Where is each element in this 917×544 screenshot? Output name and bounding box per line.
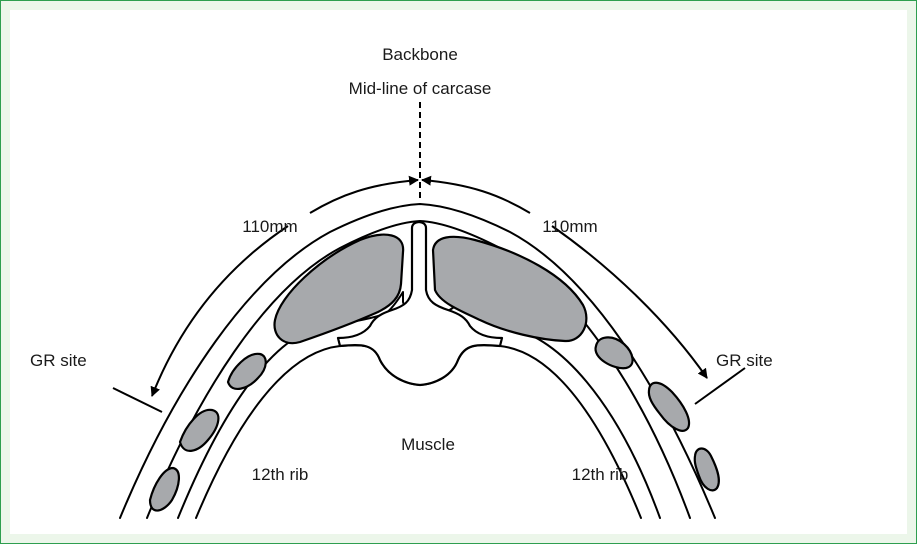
label-distance-right: 110mm [542, 217, 597, 236]
label-muscle: Muscle [401, 435, 455, 454]
measure-arc-left-gr [152, 226, 288, 396]
label-backbone: Backbone [382, 45, 458, 64]
label-gr-site-left: GR site [30, 351, 87, 370]
rib-section-left-1 [228, 354, 266, 389]
rib-section-left-3 [150, 468, 179, 511]
label-gr-site-right: GR site [716, 351, 773, 370]
measure-arc-right-top [422, 180, 530, 213]
measure-arc-left-top [310, 180, 418, 213]
gr-site-line-right [695, 368, 745, 404]
label-rib-right: 12th rib [572, 465, 629, 484]
label-rib-left: 12th rib [252, 465, 309, 484]
rib-section-right-3 [695, 449, 719, 491]
rib-section-right-1 [596, 337, 633, 368]
label-distance-left: 110mm [242, 217, 297, 236]
label-midline: Mid-line of carcase [349, 79, 492, 98]
rib-section-right-2 [649, 383, 689, 431]
